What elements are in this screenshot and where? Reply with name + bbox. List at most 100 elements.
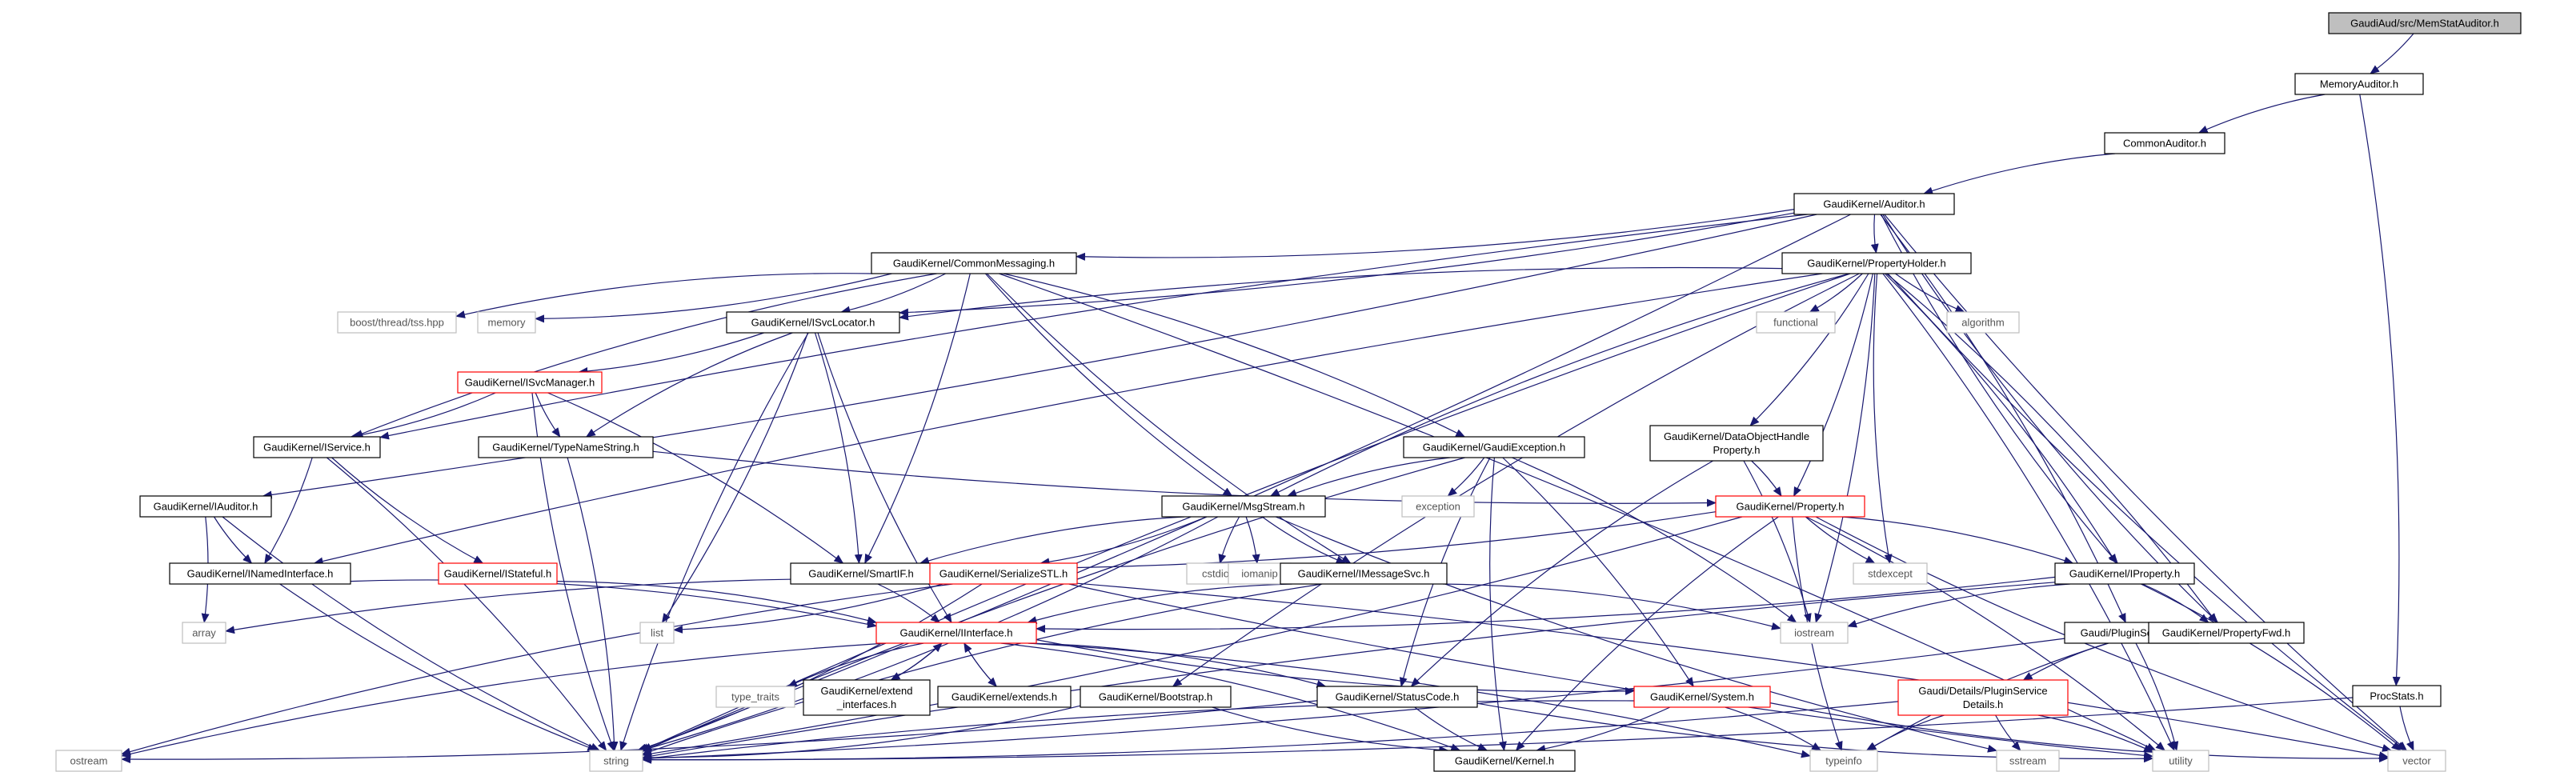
node-mem[interactable]: MemoryAuditor.h [2294,73,2424,95]
node-box-propfwd [2148,622,2305,644]
node-istateful[interactable]: GaudiKernel/IStateful.h [438,562,558,585]
edge-pholder-to-utility [1882,273,2175,751]
node-label-iinterface: GaudiKernel/IInterface.h [900,627,1013,639]
node-box-array [182,622,226,644]
node-root[interactable]: GaudiAud/src/MemStatAuditor.h [2328,12,2522,34]
node-smartif[interactable]: GaudiKernel/SmartIF.h [790,562,932,585]
node-box-mem [2294,73,2424,95]
edge-typename-to-property [652,450,1717,507]
node-isvcloc[interactable]: GaudiKernel/ISvcLocator.h [726,311,900,334]
edge-cmsg-to-msgstream [984,273,1233,497]
node-box-procstats [2352,685,2442,707]
node-extif[interactable]: GaudiKernel/extend_interfaces.h [803,679,931,716]
node-stdexcept: stdexcept [1853,562,1928,585]
edge-cmsg-to-gexc [1003,273,1466,438]
edge-mem-to-procstats [2359,94,2401,686]
node-serstl[interactable]: GaudiKernel/SerializeSTL.h [929,562,1078,585]
node-box-auditor [1793,193,1955,215]
edge-serstl-to-string [636,583,983,752]
node-box-typeinfo [1809,750,1878,772]
edge-inamed-to-iinterface [350,579,877,629]
edge-pluginsvcdet-to-typeinfo [1865,714,1945,751]
edge-cmsg-to-isvcloc [840,273,946,314]
node-label-extif: _interfaces.h [836,698,896,710]
node-iproperty[interactable]: GaudiKernel/IProperty.h [2054,562,2195,585]
edge-system-to-vector [1769,702,2389,762]
node-label-msgstream: GaudiKernel/MsgStream.h [1182,501,1304,513]
edge-serstl-to-array [225,578,931,634]
edge-auditor-to-iauditor [262,214,1817,499]
edge-msgstream-to-sstream [1275,516,1997,753]
edge-auditor-to-isvcloc [899,212,1795,317]
node-msgstream[interactable]: GaudiKernel/MsgStream.h [1161,495,1326,518]
edge-serstl-to-ostream [121,583,953,756]
edge-pholder-to-stdexcept [1873,273,1893,564]
node-kernel[interactable]: GaudiKernel/Kernel.h [1433,750,1576,772]
node-inamed[interactable]: GaudiKernel/INamedInterface.h [169,562,351,585]
node-label-kernel: GaudiKernel/Kernel.h [1455,755,1554,767]
node-label-dohp: Property.h [1713,444,1760,456]
edge-iservice-to-inamed [264,457,313,564]
node-typename[interactable]: GaudiKernel/TypeNameString.h [478,436,654,458]
edge-gexc-to-exception [1447,457,1485,497]
node-auditor[interactable]: GaudiKernel/Auditor.h [1793,193,1955,215]
edge-auditor-to-vector [1884,214,2408,751]
edge-pholder-to-iostream [1814,273,1876,623]
node-bootstrap[interactable]: GaudiKernel/Bootstrap.h [1080,686,1232,708]
node-iservice[interactable]: GaudiKernel/IService.h [253,436,381,458]
edge-msgstream-to-smartif [919,516,1185,565]
edge-common-to-auditor [1923,153,2115,195]
node-label-iproperty: GaudiKernel/IProperty.h [2069,568,2181,580]
edge-iinterface-to-typeinfo [1028,642,1811,758]
node-box-boostts [337,311,457,334]
node-iauditor[interactable]: GaudiKernel/IAuditor.h [139,495,272,518]
node-propfwd[interactable]: GaudiKernel/PropertyFwd.h [2148,622,2305,644]
node-box-imsgsvc [1280,562,1448,585]
edge-iproperty-to-vector [2141,583,2402,751]
edge-isvcloc-to-typename [585,332,793,438]
node-label-property: GaudiKernel/Property.h [1737,501,1845,513]
edge-iproperty-to-propfwd [2142,583,2209,623]
edge-cmsg-to-smartif [864,273,971,564]
node-label-sstream: sstream [2009,755,2046,767]
node-label-inamed: GaudiKernel/INamedInterface.h [187,568,334,580]
node-label-functional: functional [1773,317,1818,329]
node-label-cstdio: cstdio [1202,568,1229,580]
node-cmsg[interactable]: GaudiKernel/CommonMessaging.h [871,252,1077,274]
node-common[interactable]: CommonAuditor.h [2104,132,2225,154]
node-label-dohp: GaudiKernel/DataObjectHandle [1664,430,1809,442]
edge-msgstream-to-iomanip [1245,516,1260,564]
edge-iauditor-to-inamed [213,516,253,564]
edge-pholder-to-inamed [313,273,1823,566]
edge-serstl-to-utility [1068,583,2153,760]
edge-cmsg-to-utility [999,273,2157,751]
node-boostts: boost/thread/tss.hpp [337,311,457,334]
node-gexc[interactable]: GaudiKernel/GaudiException.h [1403,436,1585,458]
node-iinterface[interactable]: GaudiKernel/IInterface.h [875,622,1037,644]
node-box-istateful [438,562,558,585]
node-isvcmgr[interactable]: GaudiKernel/ISvcManager.h [457,371,603,394]
edge-property-to-string [642,516,1743,758]
node-label-serstl: GaudiKernel/SerializeSTL.h [939,568,1068,580]
edge-system-to-string [642,700,1635,762]
node-procstats[interactable]: ProcStats.h [2352,685,2442,707]
edge-iinterface-to-system [1036,639,1635,695]
edge-iinterface-to-extends [963,642,997,687]
node-label-extif: GaudiKernel/extend [821,685,913,697]
edge-imsgsvc-to-string [642,583,1323,755]
node-label-pholder: GaudiKernel/PropertyHolder.h [1807,258,1945,270]
node-system[interactable]: GaudiKernel/System.h [1633,686,1771,708]
node-box-pholder [1781,252,1972,274]
node-pholder[interactable]: GaudiKernel/PropertyHolder.h [1781,252,1972,274]
edge-typename-to-string [567,457,619,751]
node-box-common [2104,132,2225,154]
edge-property-to-kernel [1515,516,1779,751]
node-imsgsvc[interactable]: GaudiKernel/IMessageSvc.h [1280,562,1448,585]
node-property[interactable]: GaudiKernel/Property.h [1715,495,1865,518]
node-label-root: GaudiAud/src/MemStatAuditor.h [2350,18,2499,30]
node-label-boostts: boost/thread/tss.hpp [350,317,444,329]
node-statuscode[interactable]: GaudiKernel/StatusCode.h [1316,686,1478,708]
node-extends[interactable]: GaudiKernel/extends.h [937,686,1072,708]
